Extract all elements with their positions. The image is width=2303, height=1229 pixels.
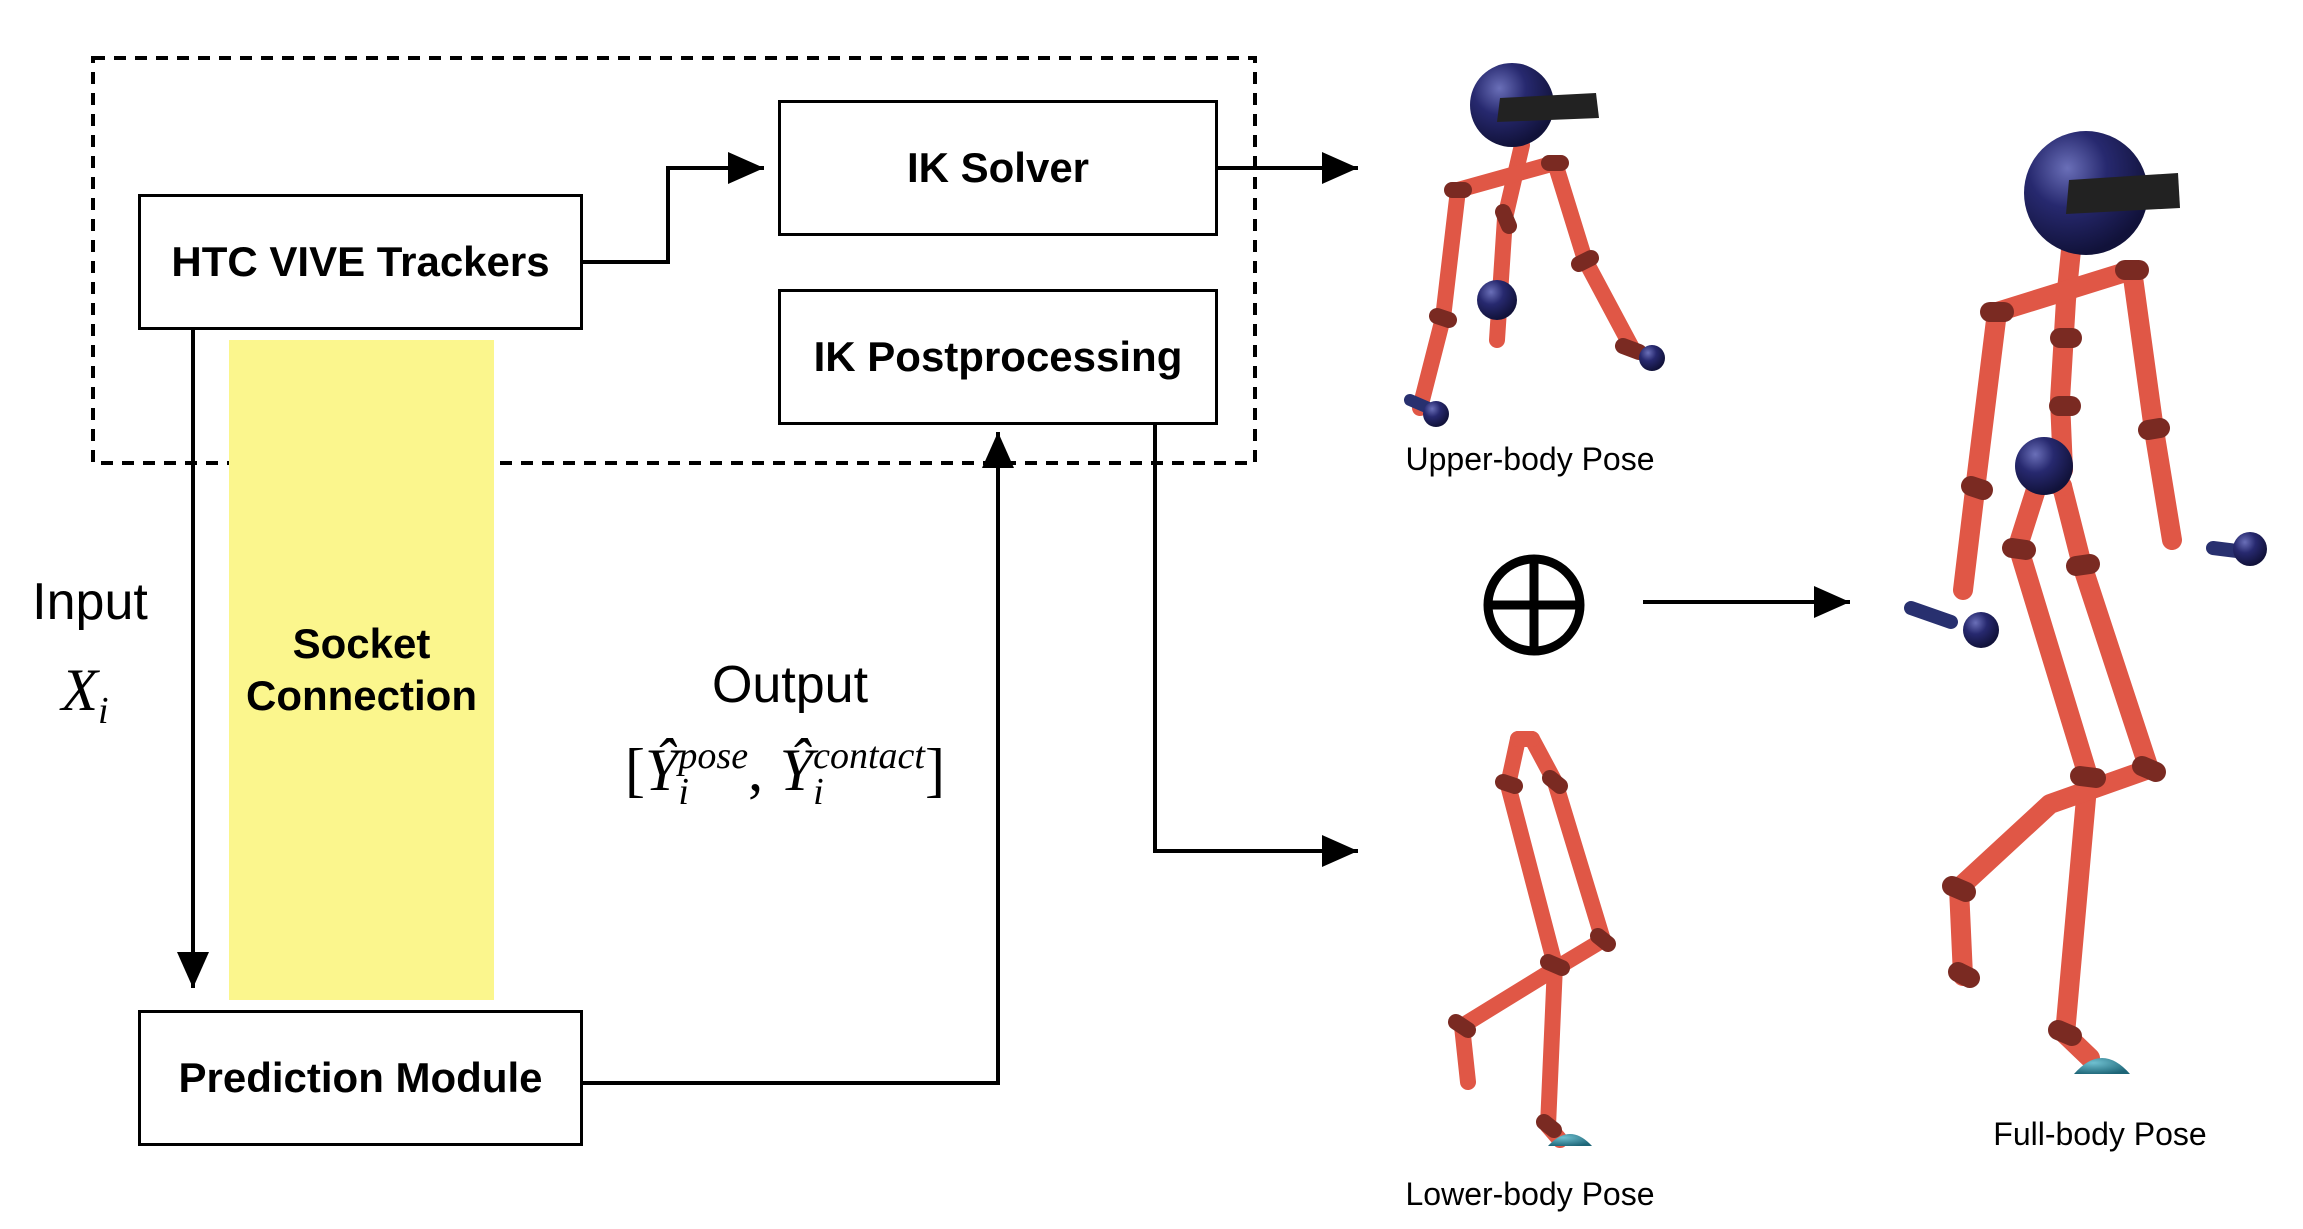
socket-label-line1: Socket (292, 620, 431, 667)
output-y-pose: Ŷ (645, 737, 679, 803)
output-label: Output (711, 656, 869, 714)
full-body-pose-caption: Full-body Pose (1993, 1116, 2207, 1152)
output-comma: , (748, 737, 764, 803)
arrow-prediction-to-post (583, 432, 1014, 1085)
lower-body-pose-caption: Lower-body Pose (1405, 1176, 1655, 1212)
input-var-x: X (61, 657, 99, 723)
system-boundary (91, 56, 1257, 465)
full-body-figure (1904, 131, 2267, 1074)
ik-solver-box: IK Solver (778, 100, 1218, 236)
output-right-bracket: ] (924, 737, 945, 803)
socket-connection-band: Socket Connection (229, 340, 494, 1000)
output-y-pose-sub: i (678, 771, 689, 814)
htc-vive-trackers-box: HTC VIVE Trackers (138, 194, 583, 330)
prediction-module-box: Prediction Module (138, 1010, 583, 1146)
socket-label-line2: Connection (246, 672, 477, 719)
input-label: Input (32, 573, 148, 631)
output-left-bracket: [ (625, 737, 646, 803)
ik-postprocessing-box: IK Postprocessing (778, 289, 1218, 425)
output-y-contact-sub: i (813, 771, 824, 814)
upper-body-figure (1404, 63, 1665, 427)
lower-body-figure (1448, 731, 1616, 1148)
output-y-contact-sup: contact (813, 735, 925, 778)
input-var-sub: i (98, 690, 109, 732)
output-y-contact: Ŷ (779, 737, 814, 803)
upper-body-pose-caption: Upper-body Pose (1405, 441, 1655, 477)
arrow-post-to-lower (1153, 425, 1358, 867)
oplus-icon (1483, 554, 1585, 656)
output-y-pose-sup: pose (678, 735, 749, 778)
arrow-trackers-to-ik (583, 152, 764, 264)
input-variable: Xi (30, 655, 140, 733)
